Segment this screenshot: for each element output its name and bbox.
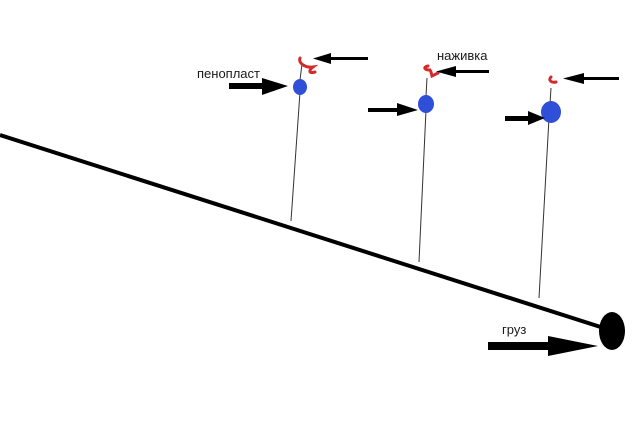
right-arrow-icon [505,111,545,125]
leader-line [538,117,550,299]
sinker-icon [599,312,625,350]
main-line [0,133,611,332]
float-ball-icon [418,95,434,113]
bait-leader [425,77,428,97]
right-arrow-icon [488,336,598,356]
weight-label: груз [502,322,526,337]
bait-hook-icon [423,64,440,79]
right-arrow-icon [368,103,418,116]
left-arrow-icon [563,73,619,84]
float-ball-icon [541,101,561,123]
leader-line [418,109,427,263]
float-label: пенопласт [197,66,260,81]
left-arrow-icon [436,66,489,77]
bait-leader [299,63,303,81]
leader-line [290,91,301,222]
float-ball-icon [293,79,307,95]
bait-label: наживка [437,48,488,63]
bait-hook-icon [548,75,558,84]
bait-hook-icon [298,56,319,74]
right-arrow-icon [229,78,288,95]
left-arrow-icon [313,53,368,64]
